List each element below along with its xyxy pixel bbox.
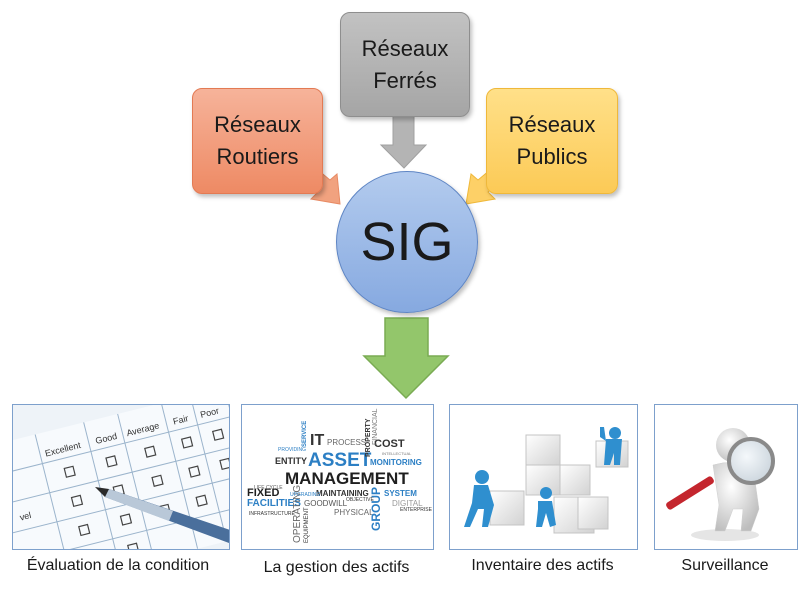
word-physical: PHYSICAL — [334, 508, 374, 517]
boxes-illustration — [464, 427, 629, 534]
magnifying-glass-icon — [666, 437, 775, 510]
word-providing: PROVIDING — [278, 447, 306, 453]
caption-inventory: Inventaire des actifs — [471, 557, 614, 574]
checklist-header-poor: Poor — [199, 406, 220, 420]
magnifier-figure-illustration — [666, 428, 775, 541]
word-property: PROPERTY — [365, 418, 372, 457]
word-financial: FINANCIAL — [372, 408, 379, 445]
word-infrastructure: INFRASTRUCTURE — [249, 511, 295, 517]
word-digital: DIGITAL — [392, 499, 423, 508]
caption-surveillance: Surveillance — [681, 557, 769, 574]
source-label-publics: Réseaux Publics — [508, 112, 596, 169]
sig-label: SIG — [360, 212, 454, 272]
source-reseaux-ferres: Réseaux Ferrés — [340, 12, 470, 117]
pen-icon — [95, 487, 229, 543]
word-facilities: FACILITIES — [247, 498, 301, 509]
word-asset: ASSET — [308, 450, 372, 471]
word-enterprise: ENTERPRISE — [400, 507, 433, 513]
source-label-routiers: Réseaux Routiers — [214, 112, 301, 169]
word-objective: OBJECTIVE — [346, 497, 374, 503]
person-figures-icon — [464, 427, 622, 527]
surveillance-image — [654, 404, 798, 550]
word-intellectual: INTELLECTUAL — [382, 451, 412, 456]
word-it: IT — [310, 432, 324, 449]
word-process: PROCESS — [327, 438, 366, 447]
caption-asset-management: La gestion des actifs — [263, 559, 410, 576]
word-operating: OPERATING — [292, 485, 303, 543]
word-goodwill: GOODWILL — [304, 499, 348, 508]
word-cost: COST — [374, 438, 405, 450]
condition-image: Excellent Good Average Fair Poor vel nta… — [12, 404, 230, 550]
word-equipment: EQUIPMENT — [304, 507, 310, 543]
source-label-ferres: Réseaux Ferrés — [361, 35, 449, 93]
word-group: GROUP — [369, 487, 383, 531]
checklist-row-label-1: vel — [19, 510, 33, 522]
word-service: SERVICE — [302, 421, 308, 447]
word-life-cycle: LIFE CYCLE — [254, 485, 283, 491]
asset-management-image: IT PROCESS COST ENTITY ASSET MONITORING … — [241, 404, 434, 550]
word-management: MANAGEMENT — [285, 469, 409, 488]
source-reseaux-routiers: Réseaux Routiers — [192, 88, 323, 194]
source-reseaux-publics: Réseaux Publics — [486, 88, 618, 194]
arrow-ferres-to-sig — [379, 114, 428, 169]
checklist-header-fair: Fair — [172, 413, 189, 426]
arrow-sig-to-outputs — [362, 317, 450, 400]
caption-condition: Évaluation de la condition — [26, 557, 210, 574]
checklist-illustration: Excellent Good Average Fair Poor vel nta… — [13, 405, 229, 549]
word-monitoring: MONITORING — [370, 458, 422, 467]
word-fixed: FIXED — [247, 487, 279, 499]
inventory-image — [449, 404, 638, 550]
word-system: SYSTEM — [384, 489, 417, 498]
word-cloud: IT PROCESS COST ENTITY ASSET MONITORING … — [247, 408, 433, 543]
sig-center-node: SIG — [336, 171, 478, 313]
word-maintaining: MAINTAINING — [316, 489, 369, 498]
word-upgrading: UPGRADING — [290, 492, 320, 498]
word-entity: ENTITY — [275, 456, 307, 466]
